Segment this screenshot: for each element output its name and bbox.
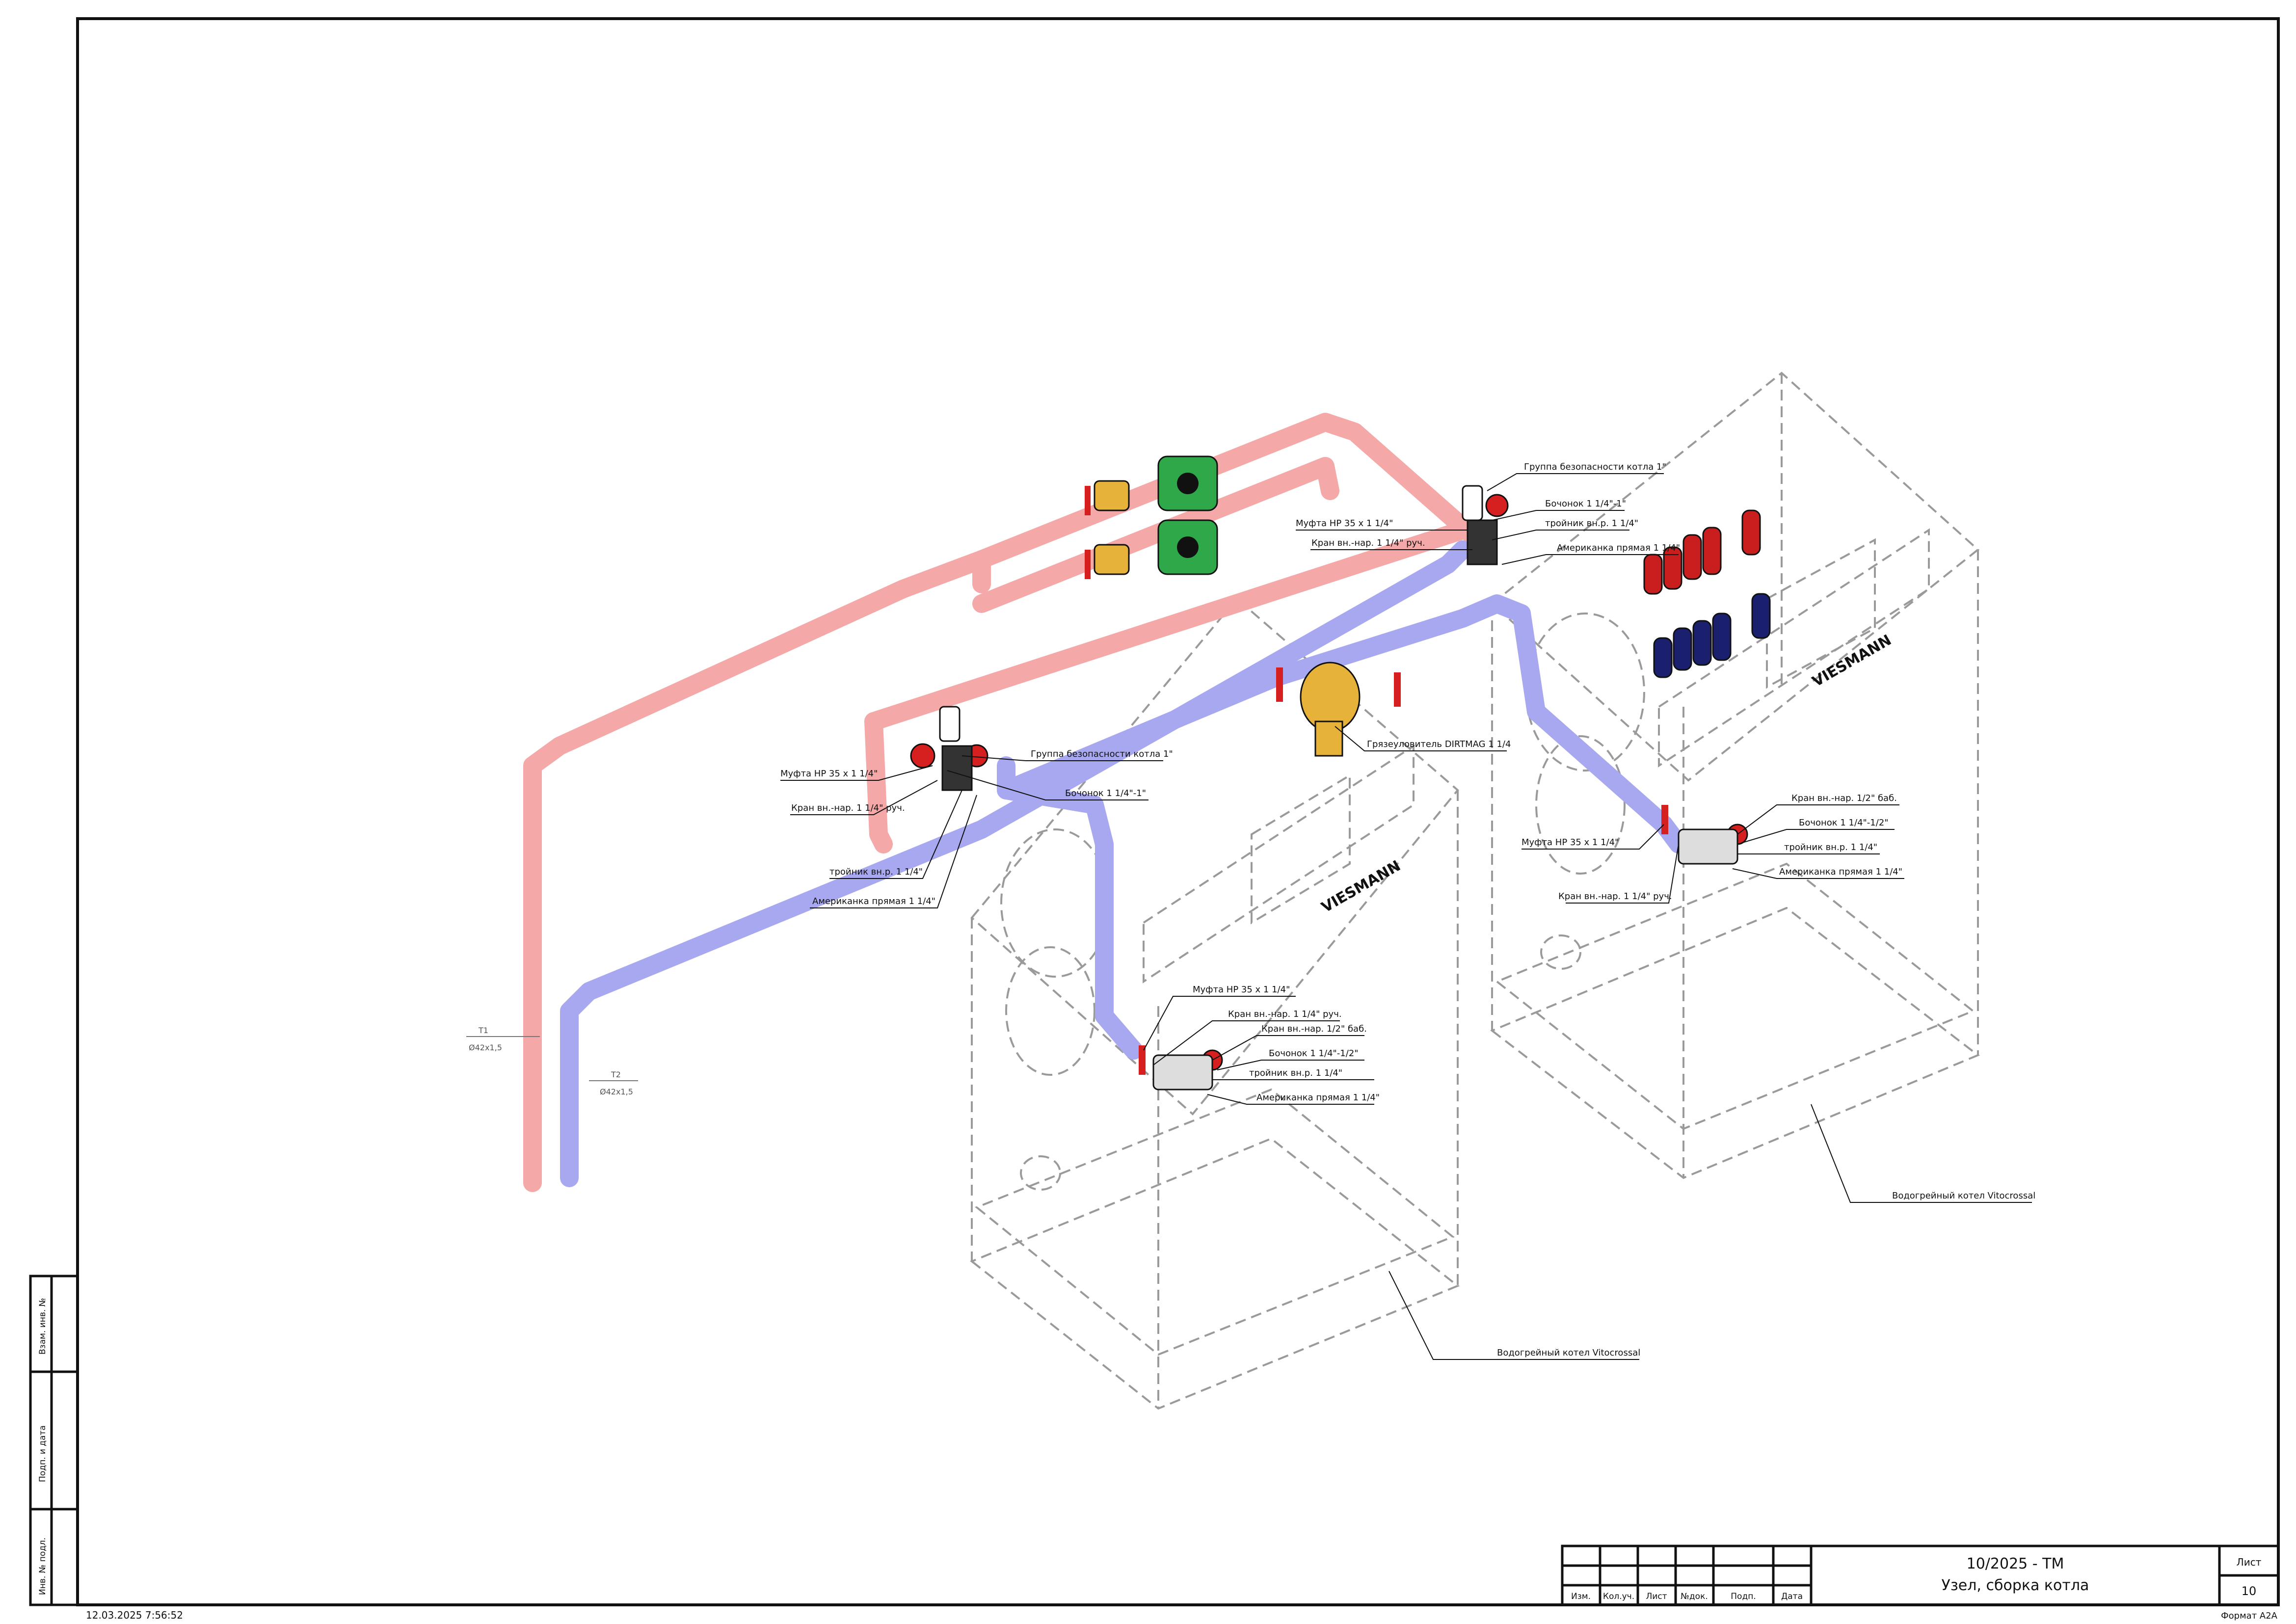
stamp-inv-orig: Инв. № подл. xyxy=(38,1538,48,1595)
boiler-cabinet-right xyxy=(1490,372,1980,1179)
label-tee-left: тройник вн.р. 1 1/4" xyxy=(829,867,923,877)
sheet-frame xyxy=(76,17,2280,1606)
label-coupling-ret1: Муфта НР 35 х 1 1/4" xyxy=(1193,985,1290,995)
circulation-pump-lower xyxy=(1157,519,1218,575)
supply-pipe-t1 xyxy=(523,413,1487,1192)
label-boiler2: Водогрейный котел Vitocrossal xyxy=(1892,1191,2035,1201)
label-coupling-left: Муфта НР 35 х 1 1/4" xyxy=(780,769,878,779)
pipe-label-t1: T1 Ø42x1,5 xyxy=(466,1026,540,1052)
label-coupling-ret2: Муфта НР 35 х 1 1/4" xyxy=(1522,837,1619,848)
label-coupling-right: Муфта НР 35 х 1 1/4" xyxy=(1296,518,1393,529)
title-name: Узел, сборка котла xyxy=(1942,1577,2089,1594)
footer-timestamp: 12.03.2025 7:56:52 xyxy=(86,1609,183,1621)
pipe-t2-size: Ø42x1,5 xyxy=(600,1087,633,1096)
label-boiler1: Водогрейный котел Vitocrossal xyxy=(1497,1348,1640,1358)
pipe-t1-size: Ø42x1,5 xyxy=(469,1043,502,1052)
callouts-boiler1-supply xyxy=(780,755,1163,908)
label-union-ret2: Американка прямая 1 1/4" xyxy=(1779,867,1902,877)
callout-boiler1 xyxy=(1388,1271,1639,1360)
check-valve-lower xyxy=(1085,544,1130,579)
title-col-list: Лист xyxy=(1646,1592,1667,1601)
safety-group-right xyxy=(1462,485,1509,565)
title-sheet-label: Лист xyxy=(2237,1556,2262,1568)
label-union-ret1: Американка прямая 1 1/4" xyxy=(1256,1092,1380,1103)
label-union-right: Американка прямая 1 1/4" xyxy=(1557,543,1680,553)
title-col-data: Дата xyxy=(1781,1592,1803,1601)
label-barrel-right: Бочонок 1 1/4"-1" xyxy=(1545,499,1626,509)
pipe-label-t2: T2 Ø42x1,5 xyxy=(589,1070,638,1096)
callouts-boiler2-return xyxy=(1522,804,1904,904)
label-ball-valve-right: Кран вн.-нар. 1 1/4" руч. xyxy=(1311,538,1425,548)
circulation-pump-upper xyxy=(1157,455,1218,511)
title-col-kol: Кол.уч. xyxy=(1603,1592,1634,1601)
check-valve-upper xyxy=(1085,480,1130,515)
label-ball-valve-ret2: Кран вн.-нар. 1 1/4" руч. xyxy=(1558,891,1672,902)
label-drain-valve-ret2: Кран вн.-нар. 1/2" баб. xyxy=(1791,793,1897,803)
dirt-separator-dirtmag xyxy=(1276,662,1401,757)
boiler-cabinet-left xyxy=(970,597,1460,1410)
title-col-podp: Подп. xyxy=(1731,1592,1756,1601)
safety-group-left xyxy=(910,706,988,791)
side-stamp xyxy=(29,1275,79,1606)
title-code: 10/2025 - ТМ xyxy=(1967,1555,2064,1572)
label-dirtmag: Грязеуловитель DIRTMAG 1 1/4 xyxy=(1367,739,1511,749)
stamp-inv-replace: Взам. инв. № xyxy=(38,1298,48,1355)
title-col-ndok: №док. xyxy=(1681,1592,1708,1601)
label-barrel-left: Бочонок 1 1/4"-1" xyxy=(1065,788,1146,799)
label-barrel-ret1: Бочонок 1 1/4"-1/2" xyxy=(1269,1048,1359,1059)
callout-boiler2 xyxy=(1811,1104,2032,1203)
label-union-left: Американка прямая 1 1/4" xyxy=(812,896,935,906)
callouts-boiler2-supply xyxy=(1296,473,1679,565)
pipe-t2-name: T2 xyxy=(611,1070,621,1079)
label-tee-right: тройник вн.р. 1 1/4" xyxy=(1545,518,1638,529)
label-drain-valve-ret1: Кран вн.-нар. 1/2" баб. xyxy=(1261,1024,1367,1034)
expansion-tanks-red xyxy=(1643,509,1761,595)
return-valve-cluster-right xyxy=(1661,805,1748,865)
label-barrel-ret2: Бочонок 1 1/4"-1/2" xyxy=(1799,818,1889,828)
expansion-tanks-navy xyxy=(1653,593,1771,678)
label-tee-ret1: тройник вн.р. 1 1/4" xyxy=(1249,1068,1342,1078)
footer-format: Формат А2А xyxy=(2221,1611,2278,1621)
label-tee-ret2: тройник вн.р. 1 1/4" xyxy=(1784,842,1877,852)
title-col-izm: Изм. xyxy=(1571,1592,1591,1601)
title-sheet-number: 10 xyxy=(2242,1584,2257,1598)
callout-dirtmag xyxy=(1335,726,1507,751)
label-safety-group-left: Группа безопасности котла 1" xyxy=(1031,749,1173,759)
stamp-sign-date: Подп. и дата xyxy=(38,1425,48,1482)
label-ball-valve-ret1: Кран вн.-нар. 1 1/4" руч. xyxy=(1228,1009,1342,1019)
title-block xyxy=(1561,1544,2280,1606)
pipe-t1-name: T1 xyxy=(478,1026,488,1035)
return-valve-cluster-left xyxy=(1139,1045,1223,1091)
label-ball-valve-left: Кран вн.-нар. 1 1/4" руч. xyxy=(791,803,905,813)
label-safety-group-right: Группа безопасности котла 1" xyxy=(1524,462,1666,472)
return-pipe-t2 xyxy=(560,540,1688,1187)
callouts-boiler1-return xyxy=(1143,996,1374,1105)
